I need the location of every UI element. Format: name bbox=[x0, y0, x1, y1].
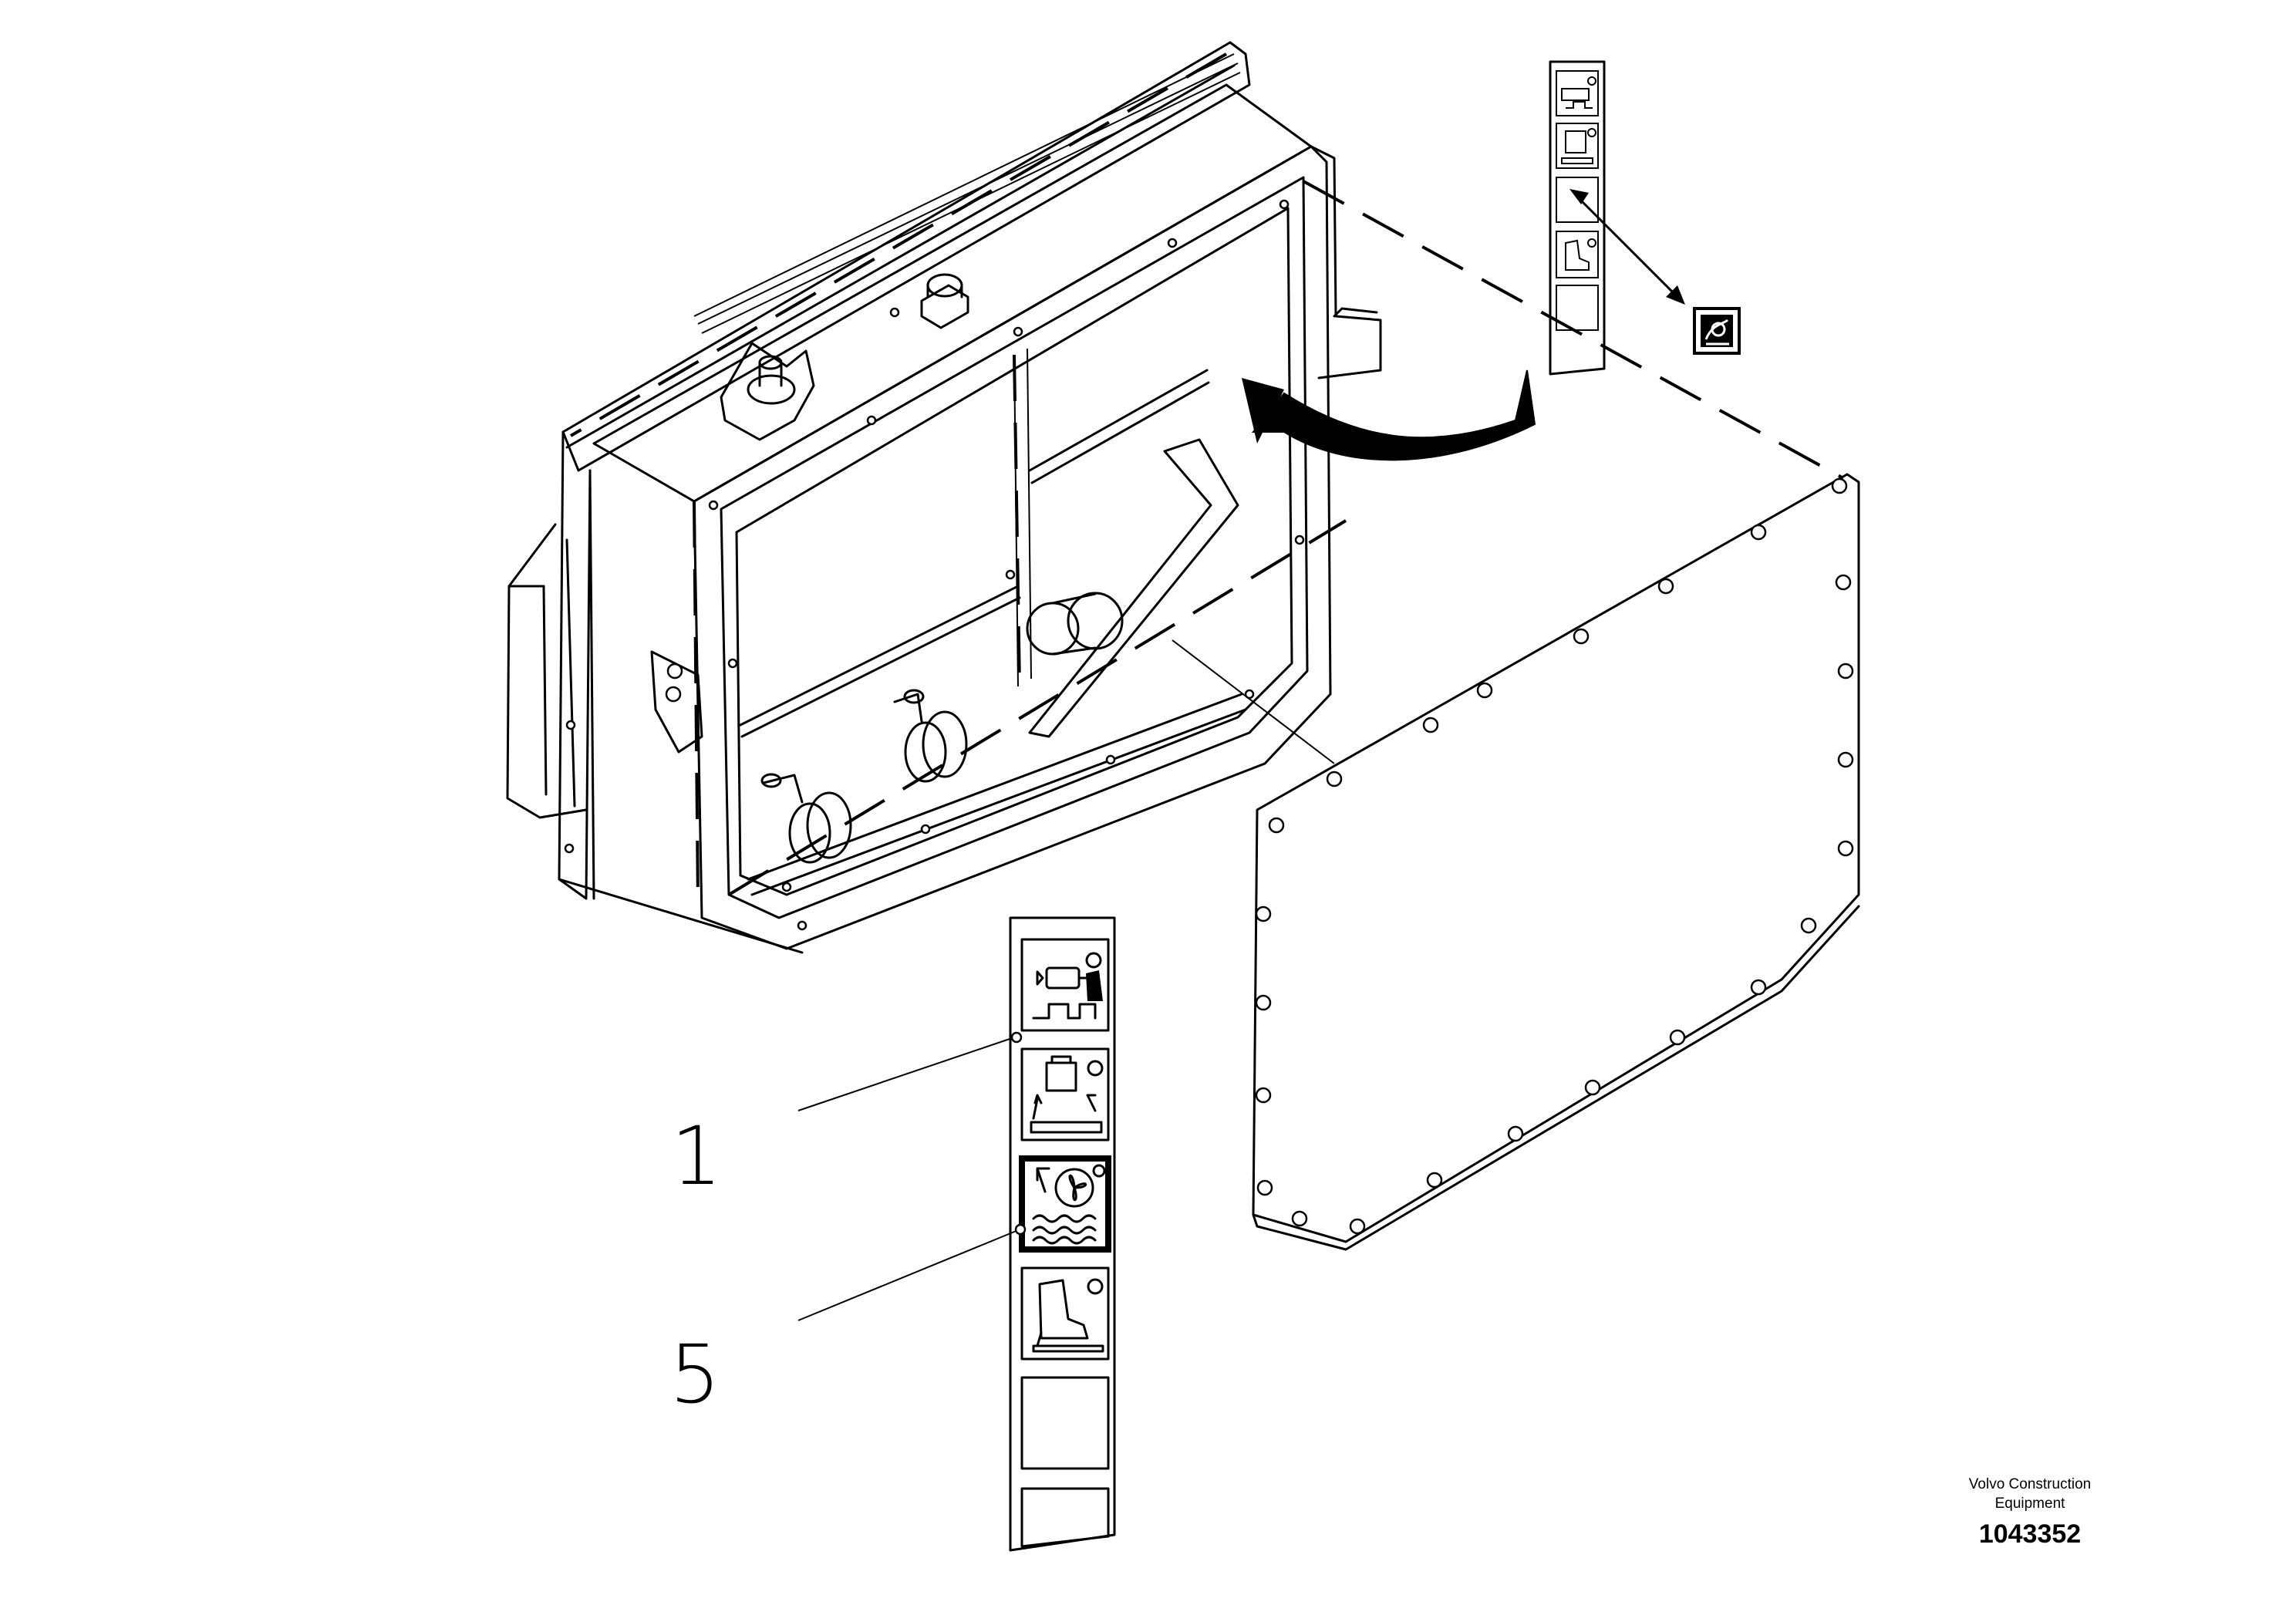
rotary-switch-2 bbox=[893, 689, 968, 783]
callout-leaders bbox=[797, 1031, 1027, 1321]
left-handle bbox=[506, 523, 588, 819]
hinge-bracket bbox=[650, 650, 703, 754]
inset-boot-floor-icon bbox=[1565, 238, 1596, 271]
round-component bbox=[1026, 592, 1124, 656]
brand-block: Volvo Construction Equipment 1043352 bbox=[1969, 1476, 2091, 1549]
decal-strip bbox=[1009, 916, 1116, 1552]
detached-decal bbox=[1569, 189, 1741, 355]
blank-slot bbox=[1022, 1378, 1108, 1469]
document-number: 1043352 bbox=[1979, 1519, 2081, 1549]
console-housing bbox=[558, 41, 1332, 954]
key-switch bbox=[720, 342, 815, 441]
ribbed-edge bbox=[693, 53, 1241, 334]
inset-decal-strip bbox=[1549, 60, 1606, 376]
rotary-switch-1 bbox=[760, 773, 852, 864]
hydraulic-lift-icon bbox=[1030, 1055, 1104, 1134]
detached-cooling-fan-icon bbox=[1704, 319, 1729, 346]
brand-line-1: Volvo Construction bbox=[1969, 1476, 2091, 1492]
brand-line-2: Equipment bbox=[1995, 1496, 2066, 1512]
assembly-guide-lines bbox=[569, 52, 1844, 903]
inset-hydraulic-lift-icon bbox=[1561, 128, 1596, 164]
curved-arrow bbox=[1242, 369, 1536, 461]
engine-speed-icon bbox=[1032, 952, 1103, 1020]
inset-engine-speed-icon bbox=[1561, 76, 1596, 109]
top-connector bbox=[920, 273, 969, 329]
cooling-fan-icon bbox=[1032, 1164, 1106, 1245]
housing-screw-holes bbox=[564, 199, 1305, 931]
cover-panel bbox=[1252, 473, 1860, 1251]
callout-label-5: 5 bbox=[669, 1327, 720, 1421]
boot-floor-icon bbox=[1032, 1278, 1104, 1353]
right-handle bbox=[1310, 145, 1382, 379]
callout-label-1: 1 bbox=[671, 1109, 722, 1203]
